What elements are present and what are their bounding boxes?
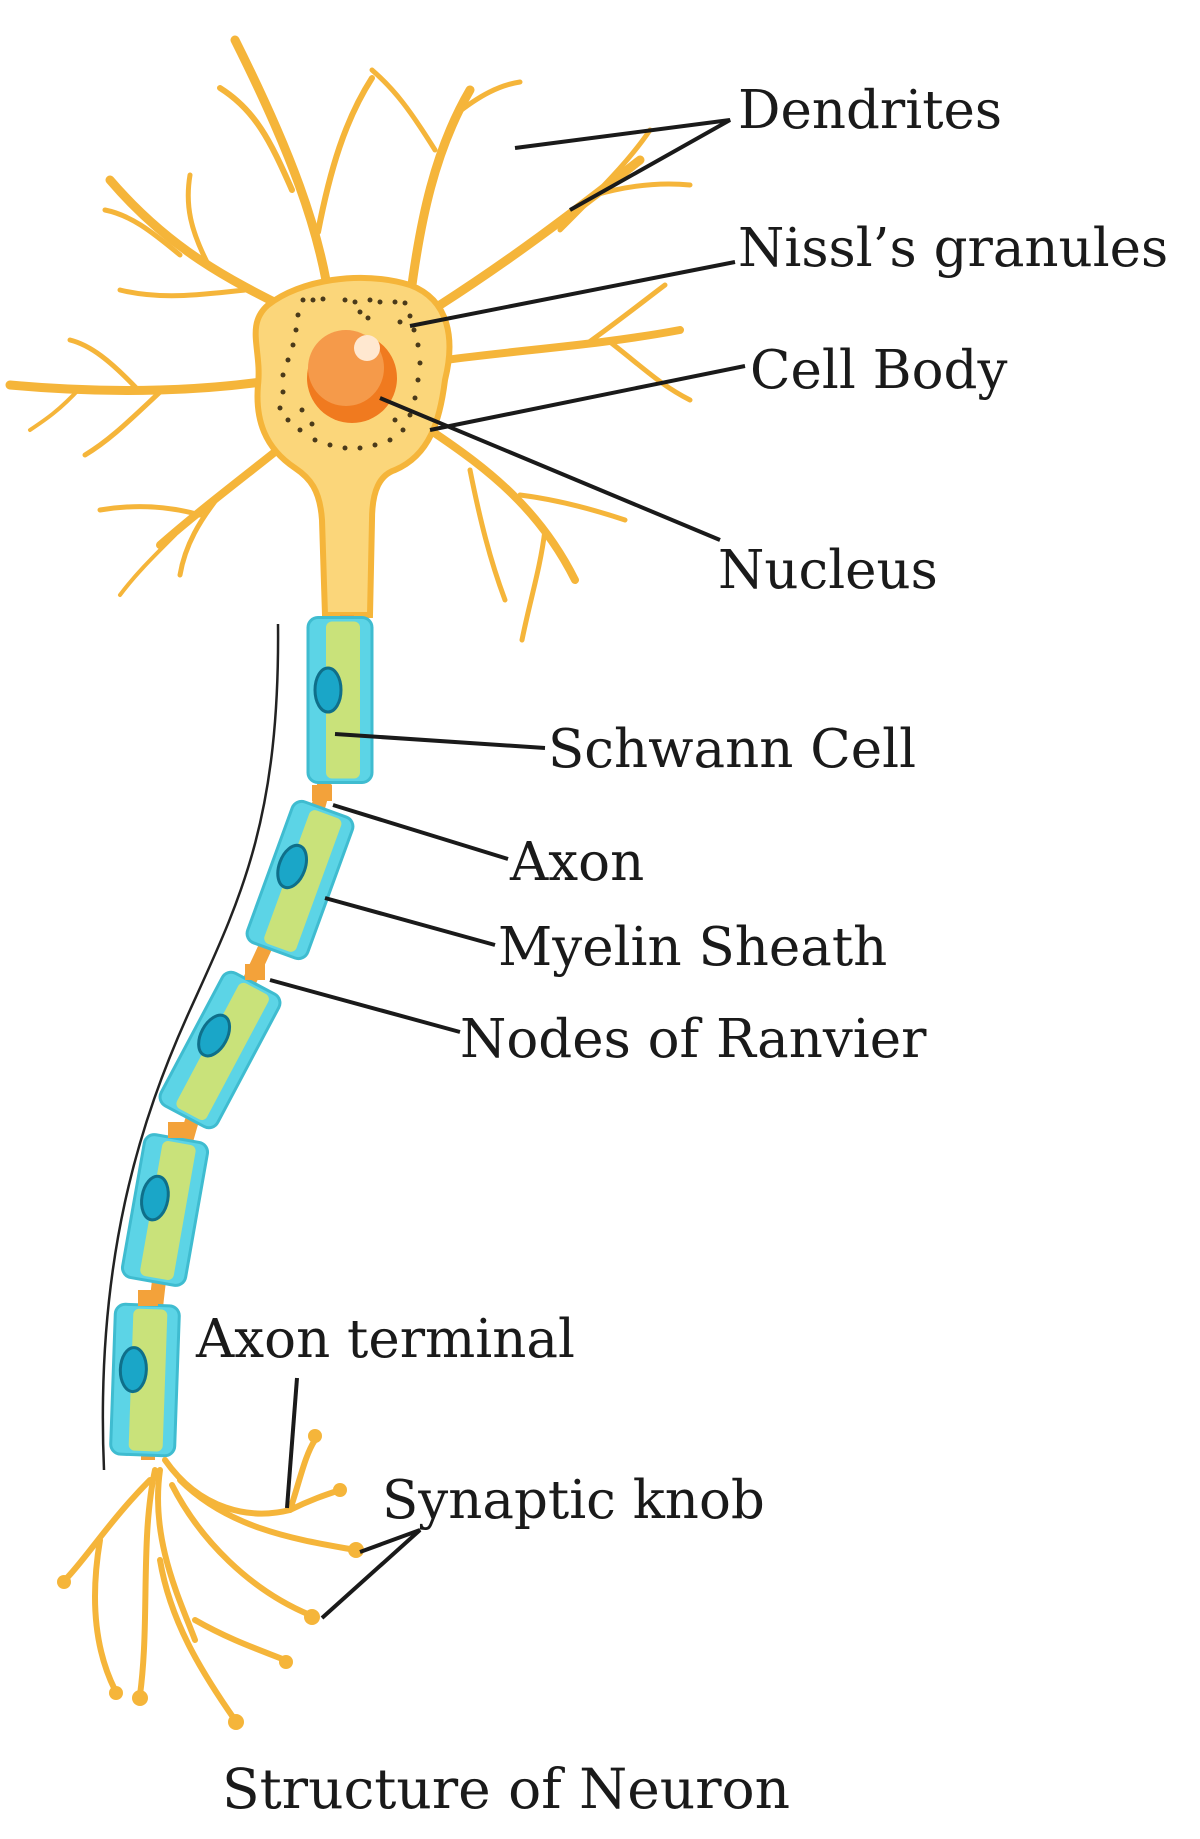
node-of-ranvier (312, 785, 332, 801)
schwann-cell-body (140, 1141, 196, 1280)
label-axon: Axon (509, 832, 644, 893)
leader-cell-body (429, 364, 746, 432)
axon-outline-curve (101, 623, 280, 1471)
dendrites (5, 35, 693, 643)
schwann-nucleus (197, 1013, 232, 1058)
node-of-ranvier (138, 1290, 158, 1306)
node-of-ranvier (168, 1122, 188, 1138)
myelin-segment (158, 970, 282, 1130)
schwann-nucleus (140, 1174, 170, 1222)
schwann-cell-body (264, 810, 342, 952)
myelin-segment (120, 1133, 210, 1287)
axon-terminal-branches (62, 1437, 358, 1723)
label-synaptic-knob: Synaptic knob (382, 1470, 765, 1531)
leader-axon (332, 803, 509, 861)
schwann-nucleus (313, 666, 343, 714)
schwann-nucleus (276, 843, 308, 890)
leader-dendrites (514, 118, 731, 212)
label-nucleus: Nucleus (718, 540, 938, 601)
label-dendrites: Dendrites (738, 80, 1002, 141)
nucleus (307, 330, 397, 423)
leader-nodes-of-ranvier (269, 978, 461, 1034)
leader-nissls-granules (409, 260, 736, 328)
leader-synaptic-knob (320, 1528, 422, 1620)
leader-nucleus (379, 396, 721, 542)
diagram-caption: Structure of Neuron (222, 1757, 790, 1821)
schwann-cell-body (326, 621, 360, 779)
myelin-segment (109, 1302, 181, 1458)
leader-myelin-sheath (324, 896, 496, 947)
synaptic-knobs (57, 1429, 364, 1730)
myelin-segment (306, 616, 374, 784)
label-nodes-of-ranvier: Nodes of Ranvier (460, 1009, 927, 1070)
axon (109, 614, 374, 1461)
leader-schwann-cell (334, 732, 546, 750)
label-schwann-cell: Schwann Cell (548, 719, 916, 780)
cell-body (252, 274, 453, 618)
schwann-cell-body (128, 1308, 168, 1452)
leader-axon-terminal (285, 1377, 299, 1509)
node-of-ranvier (245, 964, 265, 980)
nissls-granules (277, 296, 423, 451)
schwann-nucleus (118, 1346, 148, 1394)
label-nissls-granules: Nissl’s granules (738, 218, 1168, 279)
label-axon-terminal: Axon terminal (195, 1309, 575, 1370)
label-myelin-sheath: Myelin Sheath (498, 917, 887, 978)
schwann-cell-body (176, 982, 269, 1120)
leader-lines (269, 118, 746, 1620)
label-cell-body: Cell Body (750, 340, 1007, 401)
myelin-segment (245, 799, 355, 961)
